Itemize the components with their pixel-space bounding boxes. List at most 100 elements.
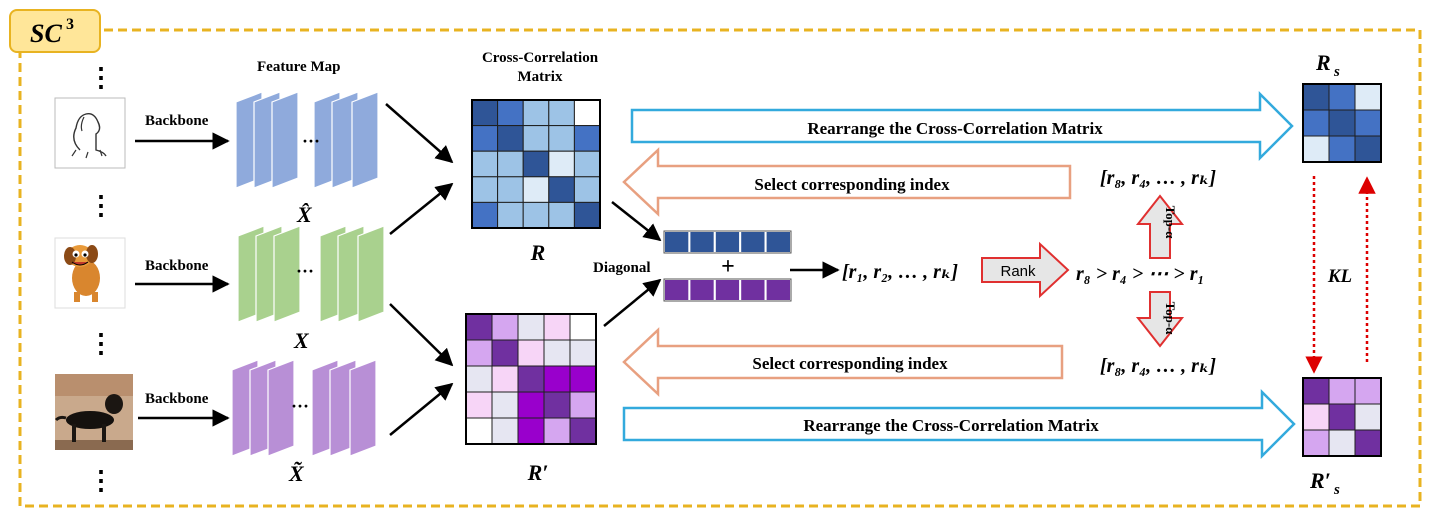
feature-map-stack-middle xyxy=(237,225,385,323)
matrix-cell xyxy=(1302,377,1330,405)
matrix-cell xyxy=(522,125,550,152)
arrow-r-prime-to-diagonal xyxy=(603,278,662,327)
matrix-cell xyxy=(517,391,545,419)
matrix-cell xyxy=(1302,135,1330,163)
matrix-cell xyxy=(497,150,524,178)
matrix-cell xyxy=(517,417,545,445)
matrix-cell xyxy=(569,365,597,393)
diagonal-cell xyxy=(739,278,767,302)
matrix-cell xyxy=(491,313,519,341)
matrix-rs xyxy=(1302,83,1382,163)
matrix-cell xyxy=(1328,109,1356,137)
backbone-label: Backbone xyxy=(145,391,209,407)
diagonal-label: Diagonal xyxy=(593,260,651,276)
select-index-label-top: Select corresponding index xyxy=(754,175,950,194)
arrow-fm-to-r xyxy=(389,182,454,235)
matrix-cell xyxy=(491,417,519,445)
selected-index-top: [r₈, r₄, … , rₖ] xyxy=(1100,167,1216,189)
matrix-r xyxy=(471,99,601,229)
kl-label: KL xyxy=(1327,266,1352,287)
x-hat-label: X̂ xyxy=(296,202,313,227)
matrix-cell xyxy=(465,339,493,367)
matrix-rs-prime xyxy=(1302,377,1382,457)
matrix-cell xyxy=(548,201,575,229)
vertical-ellipsis: ⋮ xyxy=(88,63,114,92)
top-alpha-label-down: Top-α xyxy=(1163,302,1178,336)
matrix-cell xyxy=(548,176,575,203)
matrix-cell xyxy=(1328,429,1356,457)
matrix-cell xyxy=(1354,135,1382,163)
matrix-cell xyxy=(491,365,519,393)
matrix-cell xyxy=(522,99,550,127)
diagonal-cell xyxy=(764,278,792,302)
feature-map-sheet xyxy=(351,91,379,189)
matrix-cell xyxy=(543,417,571,445)
matrix-cell xyxy=(497,99,524,127)
rank-arrow xyxy=(981,241,1070,299)
matrix-cell xyxy=(1354,83,1382,111)
selected-index-bottom: [r₈, r₄, … , rₖ] xyxy=(1100,355,1216,377)
plus-sign: + xyxy=(721,254,735,280)
diagonal-cell xyxy=(663,278,691,302)
matrix-cell xyxy=(548,150,575,178)
r-prime-label: R′ xyxy=(527,460,549,485)
vertical-ellipsis: ⋮ xyxy=(88,466,114,495)
matrix-cell xyxy=(573,176,601,203)
diagonal-cell xyxy=(739,230,767,254)
rearrange-label-bottom: Rearrange the Cross-Correlation Matrix xyxy=(803,416,1099,435)
matrix-cell xyxy=(517,365,545,393)
backbone-label: Backbone xyxy=(145,258,209,274)
feature-map-sheet xyxy=(267,359,295,457)
feature-map-dots: ··· xyxy=(291,396,309,416)
r-label: R xyxy=(530,240,546,265)
matrix-cell xyxy=(471,125,499,152)
matrix-cell xyxy=(517,313,545,341)
matrix-cell xyxy=(1328,377,1356,405)
matrix-cell xyxy=(522,176,550,203)
matrix-cell xyxy=(471,201,499,229)
matrix-cell xyxy=(497,176,524,203)
diagonal-cell xyxy=(688,278,716,302)
matrix-cell xyxy=(522,201,550,229)
matrix-cell xyxy=(1302,429,1330,457)
matrix-cell xyxy=(465,313,493,341)
matrix-cell xyxy=(522,150,550,178)
matrix-cell xyxy=(471,150,499,178)
diagonal-cell xyxy=(713,230,742,254)
rank-order: r₈ > r₄ > ⋯ > r₁ xyxy=(1076,263,1204,285)
rs-subscript: s xyxy=(1333,64,1340,80)
diagonal-vector-r-prime xyxy=(663,278,792,302)
x-label: X xyxy=(293,328,310,353)
diagonal-vector-r xyxy=(663,230,792,254)
matrix-cell xyxy=(1328,83,1356,111)
matrix-cell xyxy=(573,125,601,152)
feature-map-title: Feature Map xyxy=(257,59,340,75)
top-alpha-label-up: Top-α xyxy=(1163,206,1178,240)
matrix-cell xyxy=(543,365,571,393)
feature-map-stack-top xyxy=(235,91,379,189)
matrix-cell xyxy=(543,391,571,419)
arrow-r-to-diagonal xyxy=(611,201,662,242)
backbone-label: Backbone xyxy=(145,113,209,129)
rearrange-arrow-top xyxy=(630,90,1294,162)
matrix-cell xyxy=(573,150,601,178)
photo-dog-image xyxy=(54,374,133,450)
feature-map-dots: ··· xyxy=(296,261,314,281)
matrix-cell xyxy=(543,313,571,341)
matrix-cell xyxy=(1328,403,1356,431)
select-index-arrow-bottom xyxy=(622,327,1064,397)
top-alpha-arrow-down xyxy=(1135,291,1185,348)
feature-map-sheet xyxy=(349,359,377,457)
select-index-arrow-top xyxy=(622,147,1072,217)
top-alpha-arrow-up xyxy=(1135,194,1185,259)
feature-map-dots: ··· xyxy=(302,131,320,151)
badge-text: SC xyxy=(30,19,62,48)
sketch-dog-image xyxy=(54,97,126,169)
arrow-fm-to-r-prime xyxy=(389,382,454,436)
rearrange-label-top: Rearrange the Cross-Correlation Matrix xyxy=(807,119,1103,138)
diagonal-cell xyxy=(663,230,691,254)
rank-label: Rank xyxy=(1000,263,1036,280)
vertical-ellipsis: ⋮ xyxy=(88,191,114,220)
matrix-cell xyxy=(573,99,601,127)
matrix-cell xyxy=(569,391,597,419)
